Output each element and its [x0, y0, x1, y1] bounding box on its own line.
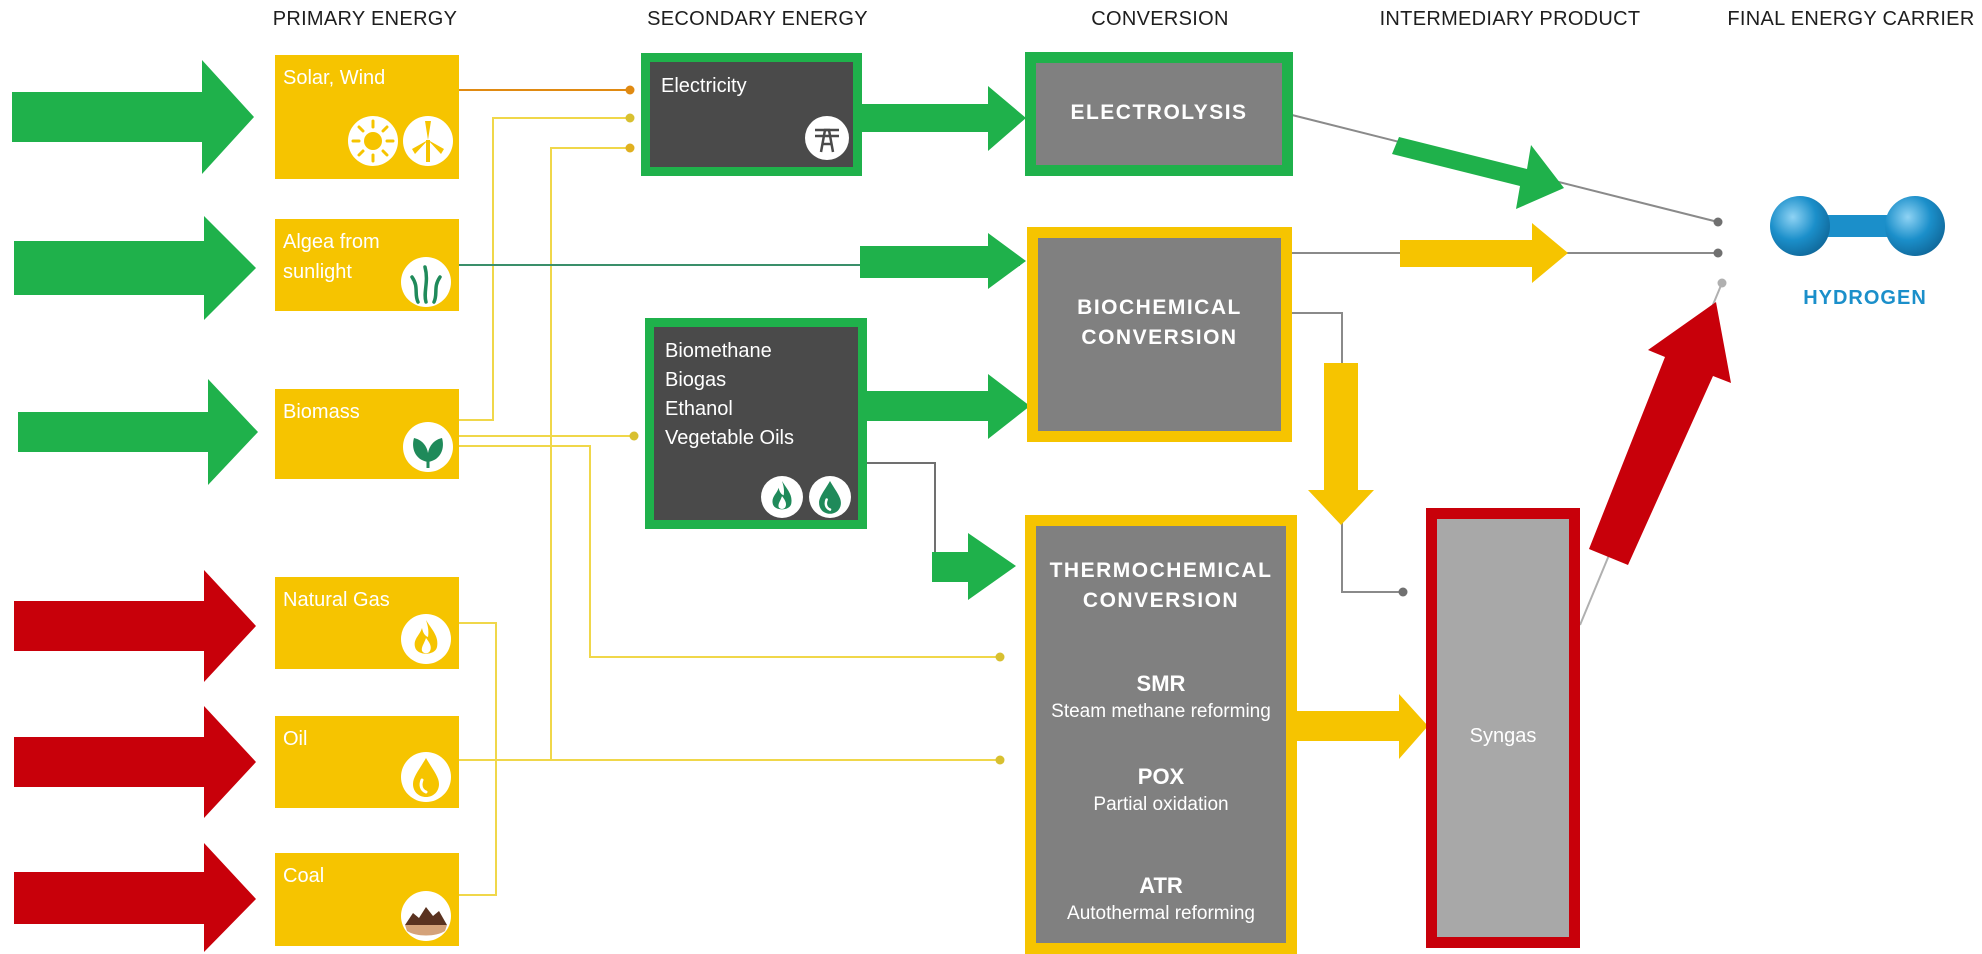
primary-algae: Algea from sunlight [275, 219, 459, 311]
arrow-input-solar-wind [12, 60, 254, 174]
flame-icon [401, 614, 451, 664]
arrow-input-biomass [18, 379, 258, 485]
secondary-biofuels-line-4: Vegetable Oils [665, 427, 794, 449]
conversion-biochemical-title-2: CONVERSION [1081, 326, 1238, 349]
primary-coal: Coal [275, 853, 459, 946]
arrow-input-algae [14, 216, 256, 320]
conversion-thermo-title-1: THERMOCHEMICAL [1049, 559, 1273, 582]
arrow-syngas-hydrogen [1589, 302, 1731, 565]
connector-oil-electricity [455, 147, 630, 761]
primary-coal-label: Coal [283, 865, 325, 887]
primary-oil-label: Oil [283, 728, 308, 750]
process-atr-abbr: ATR [1139, 873, 1183, 898]
primary-algae-label-1: Algea from [283, 231, 380, 253]
primary-natural-gas: Natural Gas [275, 577, 459, 669]
seaweed-icon [401, 257, 451, 307]
secondary-biofuels-line-2: Biogas [665, 369, 727, 391]
primary-algae-label-2: sunlight [283, 261, 352, 283]
primary-oil: Oil [275, 716, 459, 808]
sun-icon [348, 116, 398, 166]
process-pox-abbr: POX [1137, 764, 1185, 789]
wind-turbine-icon [403, 116, 453, 166]
process-smr-abbr: SMR [1136, 671, 1186, 696]
process-smr-desc: Steam methane reforming [1051, 701, 1271, 722]
secondary-biofuels-line-3: Ethanol [665, 398, 733, 420]
arrow-thermo-syngas [1296, 694, 1428, 759]
conversion-biochemical-title-1: BIOCHEMICAL [1077, 296, 1242, 319]
arrow-algae-biochemical [860, 233, 1026, 289]
header-secondary-energy: SECONDARY ENERGY [647, 8, 868, 30]
coal-pile-icon [401, 891, 451, 941]
arrow-input-oil [14, 706, 256, 818]
primary-solar-wind-label: Solar, Wind [283, 67, 386, 89]
intermediary-syngas: Syngas [1426, 508, 1580, 948]
process-pox-desc: Partial oxidation [1093, 794, 1229, 815]
secondary-electricity: Electricity [641, 53, 862, 176]
arrow-biochemical-hydrogen [1400, 223, 1568, 283]
arrow-biochemical-syngas [1308, 363, 1374, 525]
conversion-biochemical: BIOCHEMICAL CONVERSION [1027, 227, 1292, 442]
dot-oil-thermo [995, 755, 1005, 765]
oil-drop-icon [401, 752, 451, 802]
secondary-biofuels-line-1: Biomethane [665, 340, 772, 362]
conversion-thermo-title-2: CONVERSION [1082, 589, 1240, 612]
primary-biomass-label: Biomass [283, 401, 360, 423]
secondary-biofuels: Biomethane Biogas Ethanol Vegetable Oils [645, 318, 867, 529]
biofuel-drop-icon [809, 476, 851, 518]
header-final-energy-carrier: FINAL ENERGY CARRIER [1727, 8, 1975, 30]
syngas-label: Syngas [1469, 725, 1537, 747]
primary-solar-wind: Solar, Wind [275, 55, 459, 179]
conversion-electrolysis-title: ELECTROLYSIS [1070, 101, 1248, 124]
dot-biomass-biofuels [629, 431, 639, 441]
connector-gas-coal-bracket [455, 622, 497, 896]
primary-biomass: Biomass [275, 389, 459, 479]
arrow-electrolysis-hydrogen [1392, 137, 1564, 209]
arrow-biofuels-biochemical [862, 374, 1030, 439]
dot-solar-electricity [625, 85, 635, 95]
dot-biochemical-syngas [1398, 587, 1408, 597]
biofuel-flame-icon [761, 476, 803, 518]
header-primary-energy: PRIMARY ENERGY [272, 8, 458, 30]
dot-hydrogen-in-1 [1713, 217, 1723, 227]
connector-biofuels-thermo [862, 462, 936, 575]
primary-natural-gas-label: Natural Gas [283, 589, 390, 611]
dot-hydrogen-in-2 [1713, 248, 1723, 258]
arrow-electricity-electrolysis [862, 86, 1026, 151]
header-intermediary-product: INTERMEDIARY PRODUCT [1379, 8, 1641, 30]
connector-biomass-thermo [455, 445, 1000, 658]
arrow-input-coal [14, 843, 256, 952]
process-atr-desc: Autothermal reforming [1067, 903, 1255, 924]
arrow-biofuels-thermo [932, 533, 1016, 600]
power-line-icon [805, 116, 849, 160]
connector-biomass-electricity [455, 117, 630, 421]
dot-hydrogen-in-3 [1717, 278, 1727, 288]
header-conversion: CONVERSION [1091, 8, 1229, 30]
hydrogen-label: HYDROGEN [1803, 287, 1927, 309]
dot-biomass-electricity [625, 113, 635, 123]
conversion-thermochemical: THERMOCHEMICAL CONVERSION SMR Steam meth… [1025, 515, 1297, 954]
arrow-input-natural-gas [14, 570, 256, 682]
secondary-electricity-label: Electricity [661, 75, 747, 97]
dot-biomass-thermo [995, 652, 1005, 662]
conversion-electrolysis: ELECTROLYSIS [1025, 52, 1293, 176]
dot-oil-electricity [625, 143, 635, 153]
leaf-icon [403, 422, 453, 472]
